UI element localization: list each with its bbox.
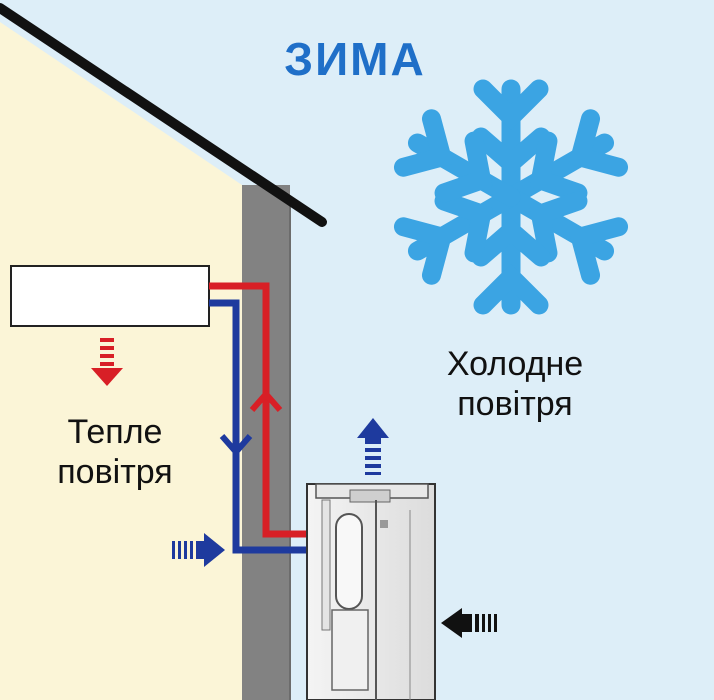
hot-line [209, 282, 310, 538]
roof-line [0, 3, 327, 227]
hot-line-arrow [249, 389, 283, 412]
cold-air-label-line2: повітря [457, 385, 573, 423]
cold-line-arrow [219, 434, 253, 457]
side-intake-arrow-icon [441, 608, 497, 638]
intake-arrow-icon [172, 533, 225, 567]
snowflake-icon [402, 79, 619, 305]
cold-air-label-line1: Холодне [446, 345, 584, 383]
interior-wall [0, 22, 242, 700]
warm-air-label-line2: повітря [57, 453, 173, 491]
warm-air-label: Тепле повітря [20, 412, 210, 492]
outdoor-unit [306, 483, 436, 700]
warm-air-label-line1: Тепле [67, 413, 163, 451]
page-title: ЗИМА [284, 33, 426, 85]
cold-line [209, 299, 310, 554]
cold-air-label: Холодне повітря [405, 344, 625, 424]
warm-air-arrow-icon [91, 338, 123, 386]
indoor-unit [10, 265, 210, 327]
exhaust-arrow-icon [357, 418, 389, 475]
